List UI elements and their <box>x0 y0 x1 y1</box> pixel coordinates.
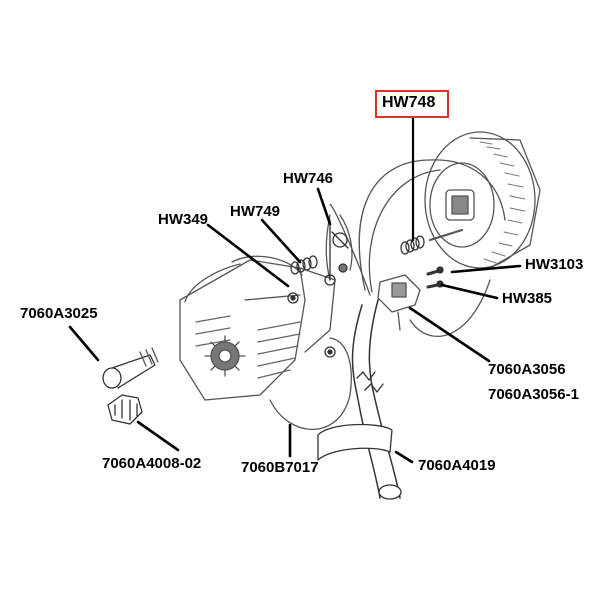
screws <box>426 266 444 289</box>
label-7060b7017: 7060B7017 <box>241 459 319 476</box>
fan-housing <box>424 131 541 269</box>
hw748-spring <box>400 235 425 255</box>
hw748-highlight-box <box>375 90 449 118</box>
hose-7060a4019 <box>317 299 402 500</box>
label-hw746: HW746 <box>283 170 334 187</box>
label-hw349: HW349 <box>158 211 209 228</box>
switch-assembly <box>377 274 421 331</box>
label-hw749: HW749 <box>230 203 281 220</box>
bolt-7060a3025 <box>102 347 159 389</box>
label-7060a4019: 7060A4019 <box>418 457 496 474</box>
label-7060a4008-02: 7060A4008-02 <box>102 455 202 472</box>
label-hw748: HW748 <box>382 94 436 111</box>
hw746-terminal <box>324 219 349 286</box>
label-7060a3056: 7060A3056 <box>488 361 566 378</box>
knob-7060a4008 <box>107 394 143 425</box>
label-hw3103: HW3103 <box>525 256 584 273</box>
label-7060a3056-1: 7060A3056-1 <box>488 386 579 403</box>
tool-body <box>179 255 336 401</box>
hw349-washers <box>287 292 336 358</box>
cables <box>269 159 506 431</box>
label-7060a3025: 7060A3025 <box>20 305 98 322</box>
hw749-spring <box>290 255 348 275</box>
callout-lines <box>68 111 522 464</box>
label-hw385: HW385 <box>502 290 553 307</box>
